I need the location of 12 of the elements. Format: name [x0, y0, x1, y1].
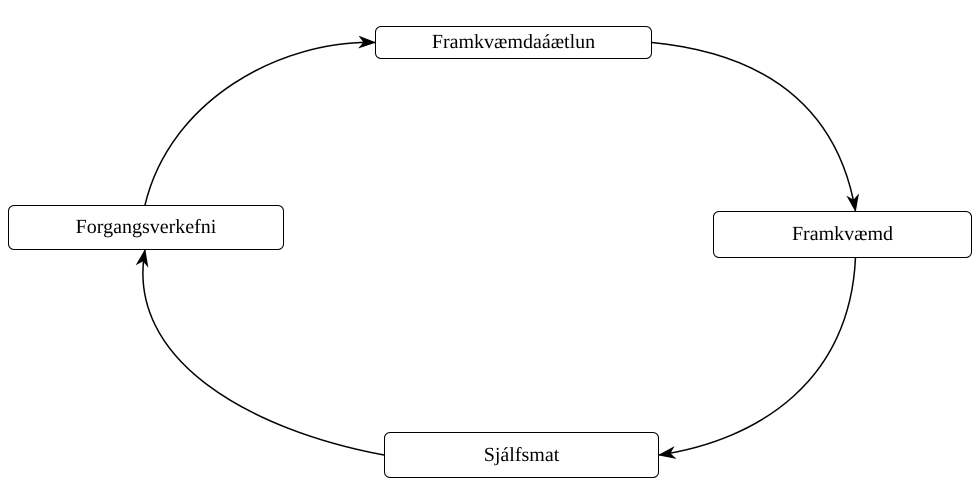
box-label: Sjálfsmat	[484, 444, 560, 466]
box-label: Framkvæmdaáætlun	[432, 31, 596, 54]
process-box	[713, 211, 972, 258]
box-label: Forgangsverkefni	[76, 216, 216, 239]
arrow	[652, 42, 858, 212]
arrow	[137, 248, 384, 456]
box-label: Framkvæmd	[792, 223, 894, 246]
process-box	[8, 205, 284, 250]
process-box	[384, 432, 659, 478]
arrow	[658, 258, 856, 458]
process-box	[375, 26, 652, 59]
arrow	[144, 36, 376, 206]
